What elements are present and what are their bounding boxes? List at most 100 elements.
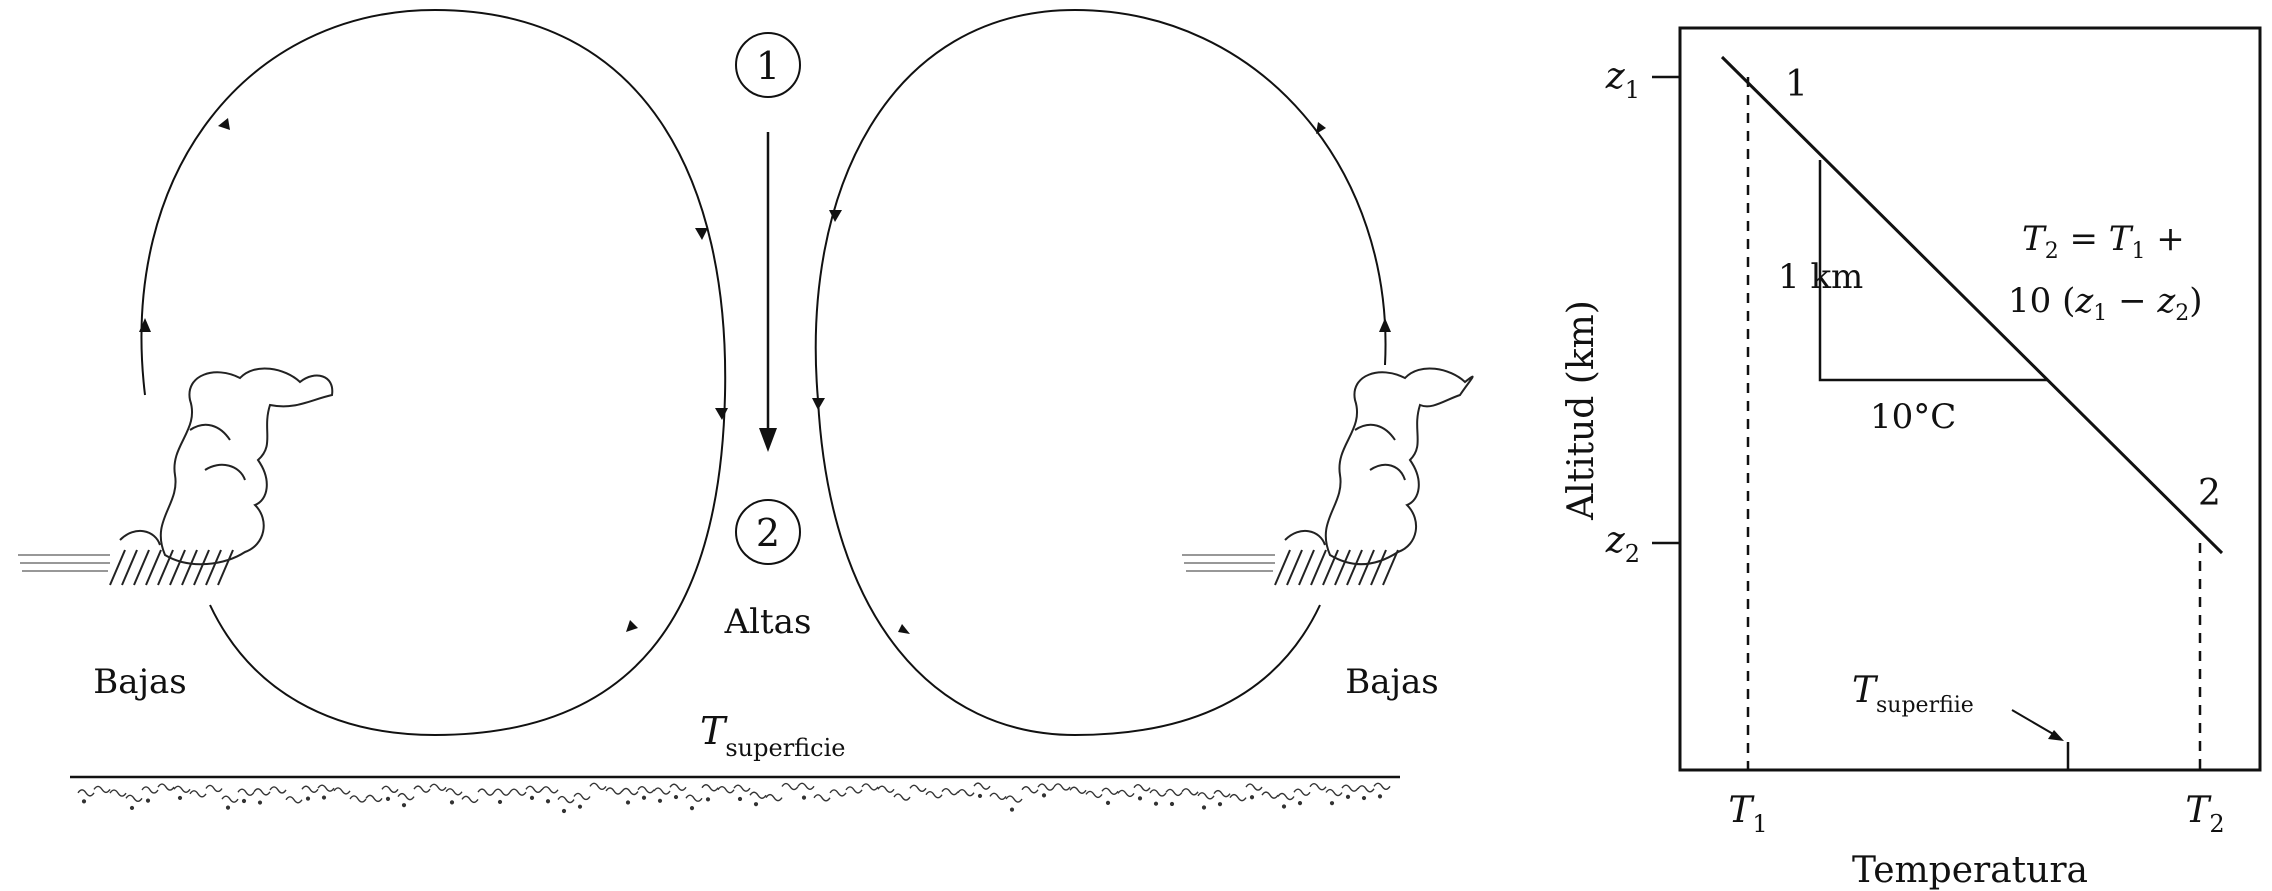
graph-point-1-label: 1 (1785, 64, 1808, 105)
ground-squiggle (701, 784, 719, 792)
ground-squiggle (813, 794, 831, 802)
ground-dot (705, 797, 711, 802)
low-pressure-right-label: Bajas (1345, 662, 1439, 702)
low-pressure-left-label: Bajas (93, 662, 187, 702)
graph-surface-temperature-label: Tsuperfiie (1852, 670, 1974, 718)
ground-dot (1105, 800, 1111, 806)
ground-squiggle (733, 784, 751, 792)
ground-squiggle (573, 792, 591, 801)
left-loop-upper-right-arc (434, 9, 727, 396)
ground-dot (497, 799, 503, 805)
arrow-left-descending-2 (812, 398, 825, 410)
equation-line-2: 10 (z1 − z2) (2008, 281, 2203, 326)
right-cloud-detail-2 (1369, 463, 1406, 481)
ground-dot (977, 793, 983, 799)
ground-dot (401, 803, 407, 808)
ground-dot (321, 795, 327, 800)
ground-squiggle (989, 792, 1007, 801)
ground-squiggle (1277, 792, 1295, 801)
ground-dot (305, 796, 311, 801)
ground-squiggle (605, 787, 623, 795)
arrow-lower-left (898, 624, 910, 634)
left-storm-cloud-icon (119, 367, 334, 566)
ground-squiggle (1309, 783, 1327, 791)
ground-squiggle (1181, 788, 1199, 796)
ground-squiggle (621, 787, 639, 796)
graph-frame (1678, 26, 2262, 772)
ground-dot (1361, 795, 1367, 801)
ground-squiggle (349, 795, 367, 803)
z1-tick-label: z1 (1605, 56, 1640, 104)
equation-line-1: T2 = T1 + (2022, 219, 2185, 264)
ground-squiggle (781, 782, 799, 791)
ground-squiggle (669, 783, 687, 791)
x-axis-label: Temperatura (1852, 850, 2088, 891)
left-cloud-detail-1 (189, 423, 231, 441)
surface-temperature-label: Tsuperficie (700, 709, 846, 762)
ground-squiggle (765, 793, 783, 802)
ground-squiggle (1197, 792, 1215, 800)
ground-dot (1217, 802, 1223, 807)
left-cloud-puff (119, 530, 161, 546)
descending-arrowhead (759, 428, 777, 452)
ground-squiggle (525, 785, 543, 794)
right-loop-arrows (812, 122, 1391, 634)
point-2-circle (735, 499, 801, 565)
right-cloud-puff (1284, 530, 1326, 546)
ground-squiggle (237, 788, 255, 796)
ground-squiggle (1037, 783, 1055, 791)
right-loop-upper-left-arc (814, 9, 1076, 401)
circulation-diagram: 1 2 Altas Bajas Bajas Tsuperficie (18, 9, 1474, 814)
ground-squiggle (557, 795, 575, 804)
ground-squiggle (1133, 783, 1151, 792)
graph-point-2-label: 2 (2198, 473, 2221, 514)
ground-dot (81, 799, 87, 804)
ground-dot (1329, 801, 1335, 806)
ground-squiggle (157, 783, 175, 791)
ground-squiggle (1213, 789, 1231, 798)
ground-squiggle (413, 785, 431, 793)
slope-vertical-label: 1 km (1778, 257, 1863, 297)
ground-dot (641, 795, 647, 800)
ground-squiggle (1229, 793, 1247, 802)
ground-squiggle (445, 788, 463, 796)
ground-squiggle (125, 794, 143, 802)
lapse-rate-graph: z1 z2 Altitud (km) T1 T2 Temperatura 1 2… (1561, 26, 2262, 891)
ground-squiggle (301, 785, 319, 793)
ground-squiggle (221, 795, 239, 803)
left-loop-arrows (139, 118, 728, 632)
arrow-right-descending-1 (695, 228, 708, 240)
ground-squiggle (653, 787, 671, 795)
ground-squiggle (1341, 784, 1359, 792)
ground-squiggle (973, 782, 991, 790)
ground-squiggle (77, 789, 95, 797)
ground-dot (241, 798, 247, 804)
arrow-right-descending-2 (715, 408, 728, 420)
ground-squiggle (1101, 787, 1119, 795)
ground-dot (177, 795, 183, 801)
point-2-label: 2 (756, 511, 780, 555)
ground-squiggle (429, 783, 447, 791)
left-rain-streaks (109, 549, 234, 586)
point-1-circle (735, 32, 801, 98)
ground-dot (801, 795, 807, 800)
ground-dot (753, 802, 759, 807)
ground-dot (385, 796, 391, 802)
ground-dot (529, 795, 535, 800)
t1-tick-label: T1 (1728, 790, 1767, 838)
ground-squiggle (333, 787, 351, 795)
left-cloud-detail-2 (204, 463, 246, 481)
ground-squiggle (1085, 790, 1103, 799)
arrow-up-right-side (1379, 318, 1391, 332)
point-1-label: 1 (756, 44, 780, 88)
ground-dot (1137, 796, 1143, 801)
ground-squiggle (189, 790, 207, 798)
ground-dot (449, 800, 455, 805)
ground-squiggle (93, 785, 111, 794)
right-storm-cloud-icon (1284, 367, 1474, 566)
ground-squiggle (589, 782, 607, 791)
ground-squiggle (909, 784, 927, 792)
ground-squiggle (893, 793, 911, 801)
right-circulation-loop (814, 9, 1387, 737)
ground-squiggle (749, 791, 767, 799)
